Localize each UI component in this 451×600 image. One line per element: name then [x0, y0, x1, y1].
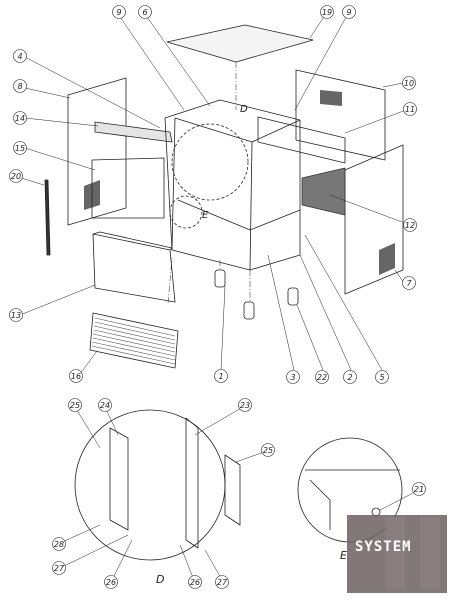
side-handle: [44, 179, 51, 256]
callout-number: 27: [217, 578, 228, 587]
callout-circle: [9, 308, 23, 322]
left-side-panel: [67, 77, 127, 226]
side-grille: [301, 167, 346, 216]
callout-number: 5: [379, 373, 384, 382]
right-side-panel: [344, 144, 404, 295]
back-panel: [295, 69, 386, 161]
callout-circle: [13, 49, 27, 63]
callout-circle: [343, 370, 357, 384]
detail-view-d: [74, 409, 226, 561]
callout-number: 13: [11, 311, 21, 320]
callout-number: 25: [70, 401, 80, 410]
callout-number: 20: [11, 172, 21, 181]
main-frame: [164, 99, 301, 271]
callout-number: 10: [404, 79, 414, 88]
callout-circle: [215, 575, 229, 589]
callout-number: 1: [218, 372, 223, 381]
callout-number: 16: [71, 372, 81, 381]
callout-number: 19: [322, 8, 332, 17]
callout-circle: [375, 370, 389, 384]
callout-circle: [403, 218, 417, 232]
callout-number: 14: [15, 114, 25, 123]
callout-circle: [286, 370, 300, 384]
callout-circle: [403, 102, 417, 116]
detail-label-e-bottom: E: [340, 549, 347, 562]
callout-number: 25: [263, 446, 273, 455]
callout-number: 7: [406, 279, 412, 288]
top-bar: [94, 121, 173, 143]
callout-number: 27: [54, 564, 65, 573]
callout-circle: [315, 370, 329, 384]
detail-circle-e: [169, 195, 203, 229]
callout-number: 15: [15, 144, 25, 153]
callout-circle: [320, 5, 334, 19]
callout-circle: [342, 5, 356, 19]
callout-circle: [112, 5, 126, 19]
callout-number: 26: [190, 578, 200, 587]
callout-number: 4: [17, 52, 22, 61]
detail-label-d-bottom: D: [156, 573, 164, 586]
callout-number: 8: [17, 82, 22, 91]
callout-number: 11: [405, 105, 415, 114]
foot: [214, 269, 226, 288]
callout-circle: [68, 398, 82, 412]
foot: [243, 301, 255, 320]
callout-number: 24: [100, 401, 110, 410]
callout-circle: [9, 169, 23, 183]
callout-circle: [138, 5, 152, 19]
callout-circle: [214, 369, 228, 383]
callout-circle: [52, 561, 66, 575]
callout-circle: [402, 76, 416, 90]
callout-circle: [238, 398, 252, 412]
callout-circle: [13, 79, 27, 93]
callout-number: 22: [317, 373, 327, 382]
callout-circle: [261, 443, 275, 457]
logo-text: SYSTEM: [355, 539, 412, 555]
callout-number: 9: [116, 8, 121, 17]
callout-circle: [52, 537, 66, 551]
callout-number: 2: [347, 373, 352, 382]
foot: [287, 287, 299, 306]
front-grille: [89, 312, 179, 369]
front-panel: [92, 233, 176, 303]
top-cover: [166, 24, 314, 63]
rear-plate: [257, 116, 346, 164]
callout-number: 23: [240, 401, 250, 410]
callout-number: 3: [290, 373, 295, 382]
detail-circle-d: [171, 123, 249, 201]
callout-circle: [402, 276, 416, 290]
callout-circle: [13, 111, 27, 125]
callout-circle: [412, 482, 426, 496]
detail-label-e-mid: E: [202, 210, 209, 221]
callout-number: 9: [346, 8, 351, 17]
callout-circle: [98, 398, 112, 412]
front-inner-panel: [91, 157, 165, 219]
callout-number: 26: [106, 578, 116, 587]
callout-number: 21: [414, 485, 424, 494]
callout-circle: [69, 369, 83, 383]
callout-number: 12: [405, 221, 415, 230]
callout-number: 28: [54, 540, 64, 549]
callout-number: 6: [142, 8, 147, 17]
system-logo: SYSTEM: [347, 515, 447, 593]
callout-circle: [188, 575, 202, 589]
callout-circle: [104, 575, 118, 589]
callout-circle: [13, 141, 27, 155]
detail-label-d-top: D: [240, 104, 248, 115]
